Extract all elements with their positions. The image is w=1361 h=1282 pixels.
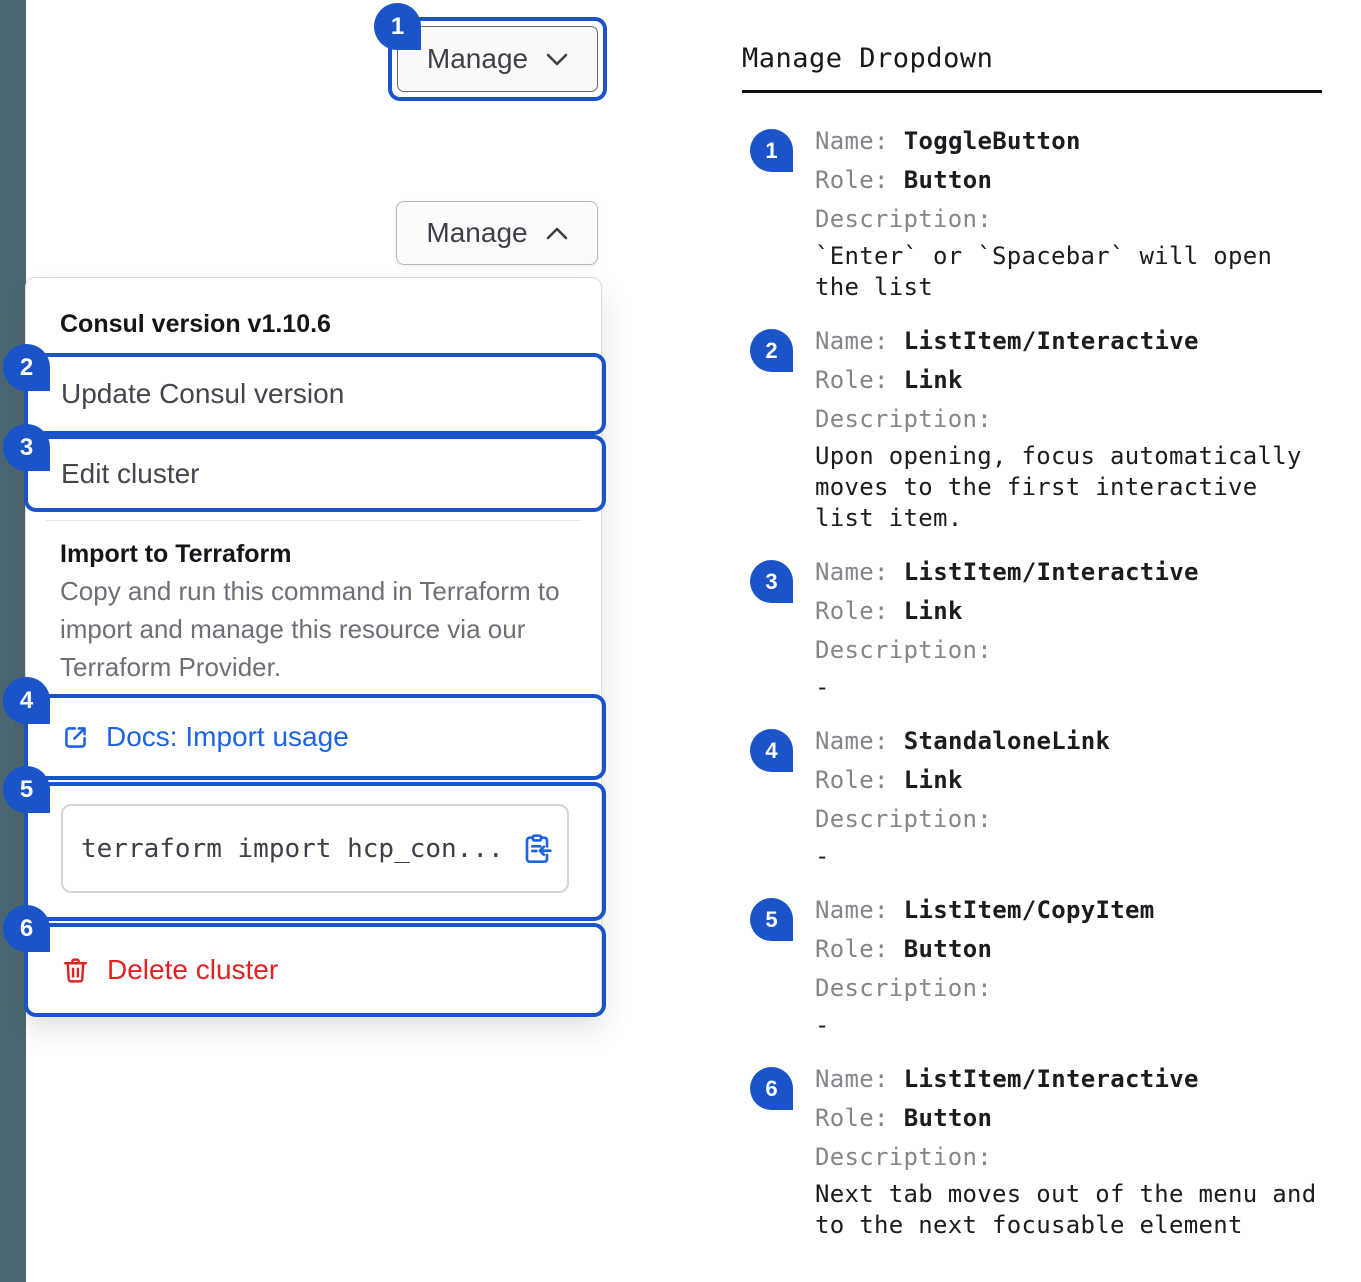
field-label: Description:: [815, 1143, 992, 1171]
field-label: Role:: [815, 935, 889, 963]
field-label: Name:: [815, 896, 889, 924]
field-value: Link: [903, 366, 963, 394]
annotation-ring-5: terraform import hcp_con...: [24, 782, 606, 921]
field-label: Description:: [815, 636, 992, 664]
annotation-badge-6: 6: [3, 905, 50, 952]
manage-dropdown-menu: Consul version v1.10.6 Update Consul ver…: [24, 277, 606, 1017]
docs-import-usage-label: Docs: Import usage: [106, 721, 349, 752]
field-label: Name:: [815, 558, 889, 586]
field-value: ListItem/Interactive: [903, 1065, 1199, 1093]
import-to-terraform-header: Import to Terraform: [60, 540, 292, 568]
field-value: ListItem/Interactive: [903, 327, 1199, 355]
chevron-down-icon: [546, 53, 568, 66]
external-link-icon: [61, 723, 90, 752]
field-label: Name:: [815, 127, 889, 155]
clipboard-copy-icon: [521, 833, 553, 865]
field-label: Description:: [815, 205, 992, 233]
manage-toggle-button[interactable]: Manage: [397, 26, 598, 92]
description-line: Next tab moves out of the menu and: [815, 1180, 1317, 1208]
field-value: ListItem/Interactive: [903, 558, 1199, 586]
annotation-badge-1: 1: [374, 3, 421, 50]
manage-expanded-button-label: Manage: [426, 217, 528, 248]
description-line: the list: [815, 273, 933, 301]
annotation-ring-3: Edit cluster: [24, 435, 606, 512]
annotation-note-5: 5 Name: ListItem/CopyItem Role: Button Des…: [742, 891, 1322, 1041]
consul-version-header: Consul version v1.10.6: [60, 310, 331, 338]
field-label: Description:: [815, 805, 992, 833]
manage-expanded-button[interactable]: Manage: [396, 201, 598, 265]
annotation-ring-2: Update Consul version: [24, 353, 606, 435]
field-value: Link: [903, 597, 963, 625]
annotation-ring-6: Delete cluster: [24, 923, 606, 1017]
annotation-note-6: 6 Name:ListItem/Interactive Role:Button …: [742, 1060, 1322, 1241]
field-value: Button: [903, 1104, 993, 1132]
note-badge-1: 1: [750, 129, 793, 172]
field-value: Link: [903, 766, 963, 794]
terraform-command-text: terraform import hcp_con...: [81, 833, 504, 864]
field-value: Button: [903, 935, 993, 963]
field-label: Name:: [815, 327, 889, 355]
annotation-note-2: 2 Name: ListItem/Interactive Role: Link De…: [742, 322, 1322, 534]
description-line: moves to the first interactive: [815, 473, 1258, 501]
menu-item-edit-cluster[interactable]: Edit cluster: [61, 457, 200, 489]
annotation-note-3: 3 Name: ListItem/Interactive Role: Link De…: [742, 553, 1322, 703]
description-line: -: [815, 842, 830, 870]
delete-cluster-label: Delete cluster: [107, 954, 279, 985]
field-label: Description:: [815, 974, 992, 1002]
field-value: StandaloneLink: [903, 727, 1111, 755]
annotation-note-4: 4 Name: StandaloneLink Role: Link Descript…: [742, 722, 1322, 872]
field-label: Role:: [815, 166, 889, 194]
description-line: Upon opening, focus automatically: [815, 442, 1302, 470]
trash-icon: [61, 956, 90, 985]
annotation-ring-4: Docs: Import usage: [24, 694, 606, 780]
menu-item-update-consul-version[interactable]: Update Consul version: [61, 378, 345, 409]
field-value: ToggleButton: [903, 127, 1081, 155]
notes-panel-rule: [742, 90, 1322, 93]
field-label: Role:: [815, 597, 889, 625]
copy-command-button[interactable]: [521, 833, 553, 865]
field-label: Role:: [815, 766, 889, 794]
menu-divider: [46, 520, 581, 521]
note-badge-6: 6: [750, 1067, 793, 1110]
description-line: to the next focusable element: [815, 1211, 1243, 1239]
note-badge-5: 5: [750, 898, 793, 941]
annotation-note-1: 1 Name: ToggleButton Role: Button Descript…: [742, 122, 1322, 303]
import-description-text: Copy and run this command in Terraform t…: [60, 576, 560, 682]
docs-import-usage-link[interactable]: Docs: Import usage: [28, 721, 349, 753]
note-badge-2: 2: [750, 329, 793, 372]
field-value: ListItem/CopyItem: [903, 896, 1155, 924]
field-label: Description:: [815, 405, 992, 433]
field-label: Name:: [815, 727, 889, 755]
description-line: `Enter` or `Spacebar` will open: [815, 242, 1273, 270]
description-line: -: [815, 1011, 830, 1039]
annotation-badge-4: 4: [3, 677, 50, 724]
field-value: Button: [903, 166, 993, 194]
annotation-badge-2: 2: [3, 344, 50, 391]
field-label: Role:: [815, 366, 889, 394]
field-label: Role:: [815, 1104, 889, 1132]
annotation-ring-1: [388, 17, 607, 101]
annotation-badge-3: 3: [3, 424, 50, 471]
left-sidebar-strip: [0, 0, 26, 1282]
notes-panel-title: Manage Dropdown: [742, 43, 994, 74]
description-line: list item.: [815, 504, 963, 532]
chevron-up-icon: [546, 227, 568, 240]
description-line: -: [815, 673, 830, 701]
note-badge-3: 3: [750, 560, 793, 603]
annotation-badge-5: 5: [3, 766, 50, 813]
note-badge-4: 4: [750, 729, 793, 772]
terraform-command-code-block: terraform import hcp_con...: [61, 804, 569, 893]
manage-toggle-button-label: Manage: [426, 43, 529, 74]
menu-item-delete-cluster[interactable]: Delete cluster: [28, 954, 278, 986]
accessibility-notes-panel: Manage Dropdown 1 Name: ToggleButton Role…: [742, 44, 1322, 1241]
field-label: Name:: [815, 1065, 889, 1093]
